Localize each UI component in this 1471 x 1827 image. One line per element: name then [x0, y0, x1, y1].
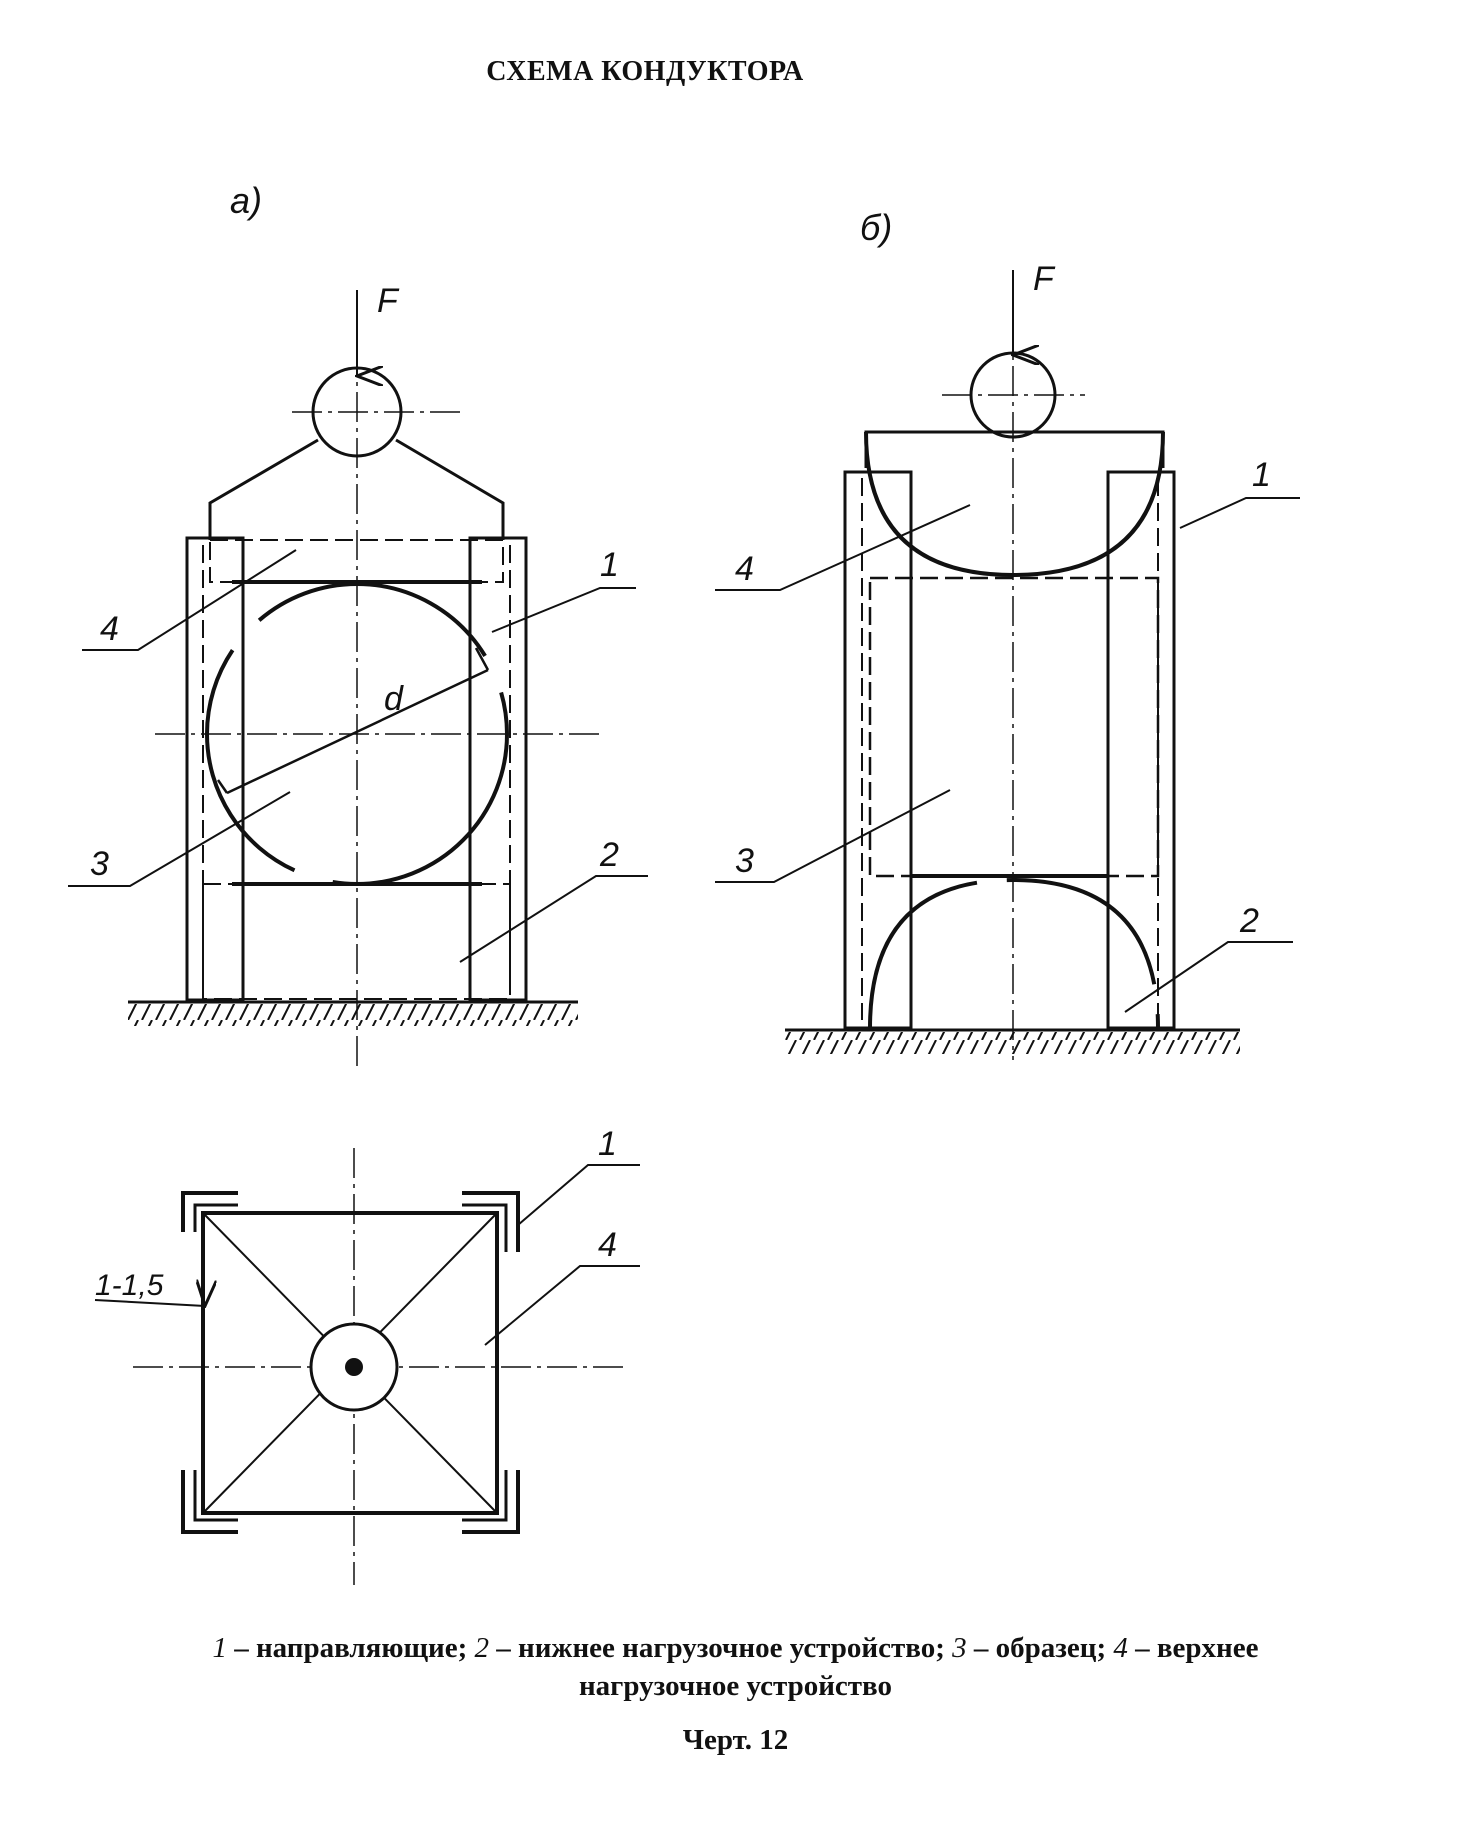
legend-text-4: – верхнее [1135, 1632, 1259, 1664]
label-1-plan: 1 [598, 1125, 617, 1163]
diameter-tick-left [216, 779, 229, 794]
diameter-line [226, 668, 489, 795]
ground-hatch-b [785, 1032, 1240, 1054]
guide-right-a [468, 536, 528, 1002]
legend-text-2: – нижнее нагрузочное устройство; [496, 1632, 945, 1664]
corner-guide-tr-inner [462, 1203, 508, 1252]
corner-guide-tl [181, 1191, 238, 1232]
corner-guide-tr [462, 1191, 520, 1252]
leader-4-plan [484, 1265, 640, 1346]
leader-2-a [459, 875, 648, 963]
corner-guide-br-inner [462, 1470, 508, 1522]
label-2-b: 2 [1239, 902, 1259, 940]
upper-load-frame-a [208, 438, 319, 540]
legend-num-2: 2 [474, 1632, 490, 1664]
force-label-a: F [377, 282, 400, 320]
label-4-plan: 4 [598, 1226, 617, 1264]
plan-center-dot [345, 1358, 363, 1376]
view-a-label: а) [230, 180, 262, 221]
label-1-a: 1 [600, 546, 619, 584]
legend-line-1: 1 – направляющие; 2 – нижнее нагрузочное… [0, 1632, 1471, 1665]
legend-line-2: нагрузочное устройство [578, 1670, 893, 1702]
diameter-label: d [384, 680, 404, 718]
view-b-label: б) [860, 207, 892, 248]
legend-text-3: – образец; [973, 1632, 1107, 1664]
top-plate-plan [201, 1211, 499, 1515]
gap-leader [94, 1300, 205, 1306]
label-4-a: 4 [100, 610, 119, 648]
legend-num-1: 1 [212, 1632, 227, 1664]
upper-plate-a-lugs [209, 539, 504, 583]
label-2-a: 2 [599, 836, 619, 874]
figure-number: Черт. 12 [682, 1724, 789, 1756]
guide-left-b [843, 470, 913, 1030]
legend-num-3: 3 [952, 1632, 967, 1664]
leader-1-a [491, 587, 636, 633]
diameter-tick-right [474, 647, 490, 671]
label-1-b: 1 [1252, 456, 1271, 494]
leader-3-a [68, 791, 291, 887]
leader-4-a [82, 549, 297, 651]
corner-guide-bl [181, 1470, 238, 1534]
force-label-b: F [1033, 260, 1056, 298]
lower-device-b-arc [868, 877, 1160, 1029]
leader-4-b [715, 504, 971, 591]
view-b: б) F 1 4 3 2 [715, 207, 1300, 1060]
upper-device-b-arc [864, 431, 1165, 578]
page-title: СХЕМА КОНДУКТОРА [486, 56, 804, 87]
guide-right-b [1106, 470, 1176, 1030]
leader-3-b [715, 789, 951, 883]
plan-view: 1-1,5 1 4 [94, 1125, 640, 1585]
label-4-b: 4 [735, 550, 754, 588]
upper-load-frame-a-right [395, 438, 505, 540]
leader-2-b [1124, 941, 1293, 1013]
legend-text-1: – направляющие; [234, 1632, 468, 1664]
view-a: а) F d 1 [68, 180, 648, 1070]
lower-plate-a-hidden [202, 883, 511, 1000]
leader-1-plan [517, 1164, 640, 1226]
legend-num-4: 4 [1113, 1632, 1128, 1664]
guide-left-a [185, 536, 245, 1002]
specimen-block-b [868, 576, 1160, 878]
gap-label: 1-1,5 [95, 1269, 164, 1302]
label-3-b: 3 [735, 842, 754, 880]
corner-guide-bl-inner [193, 1470, 238, 1522]
corner-guide-br [462, 1470, 520, 1534]
label-3-a: 3 [90, 845, 109, 883]
ground-hatch-a [128, 1004, 578, 1026]
leader-1-b [1179, 497, 1300, 529]
corner-guide-tl-inner [193, 1203, 238, 1232]
